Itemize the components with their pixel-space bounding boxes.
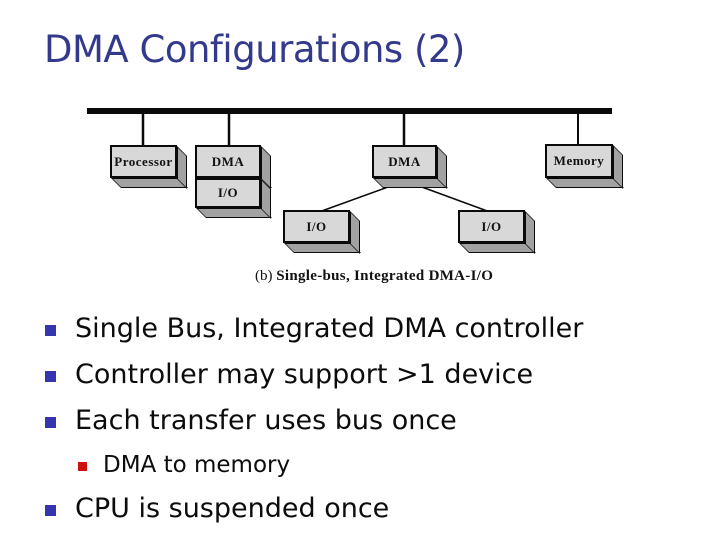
node-memory-label: Memory	[553, 153, 605, 168]
node-dma-multi-label: DMA	[388, 153, 421, 169]
bullet-text: DMA to memory	[103, 452, 291, 478]
node-dma-multi: DMA	[372, 145, 448, 189]
bullet-subitem: DMA to memory	[78, 450, 290, 480]
node-io-right-label: I/O	[481, 218, 502, 234]
node-processor: Processor	[110, 145, 188, 189]
node-memory: Memory	[545, 144, 624, 189]
node-io-integrated-label: I/O	[217, 185, 239, 200]
caption-text: Single-bus, Integrated DMA-I/O	[276, 268, 494, 284]
node-dma-integrated: DMA	[195, 145, 272, 189]
slide-title: DMA Configurations (2)	[44, 28, 465, 71]
bullet-square-icon	[45, 505, 56, 516]
caption-prefix: (b)	[255, 268, 273, 284]
node-io-left-label: I/O	[306, 218, 327, 234]
bullet-text: Each transfer uses bus once	[75, 405, 457, 436]
bullet-text: Single Bus, Integrated DMA controller	[75, 313, 584, 344]
bullet-text: CPU is suspended once	[75, 493, 390, 524]
bullet-item: CPU is suspended once	[45, 492, 389, 526]
node-dma-integrated-label: DMA	[211, 153, 245, 169]
bullet-item: Single Bus, Integrated DMA controller	[45, 312, 583, 346]
box-bottom-face	[459, 243, 536, 253]
node-io-integrated: I/O	[195, 178, 272, 219]
bullet-square-icon	[45, 325, 56, 336]
box-bottom-face	[546, 178, 624, 188]
node-io-right: I/O	[458, 210, 536, 254]
bullet-square-icon	[45, 371, 56, 382]
bullet-item: Controller may support >1 device	[45, 358, 533, 392]
box-bottom-face	[111, 178, 188, 188]
bullet-square-icon	[78, 462, 87, 471]
bullet-text: Controller may support >1 device	[75, 359, 534, 390]
bullet-item: Each transfer uses bus once	[45, 404, 457, 438]
node-io-left: I/O	[283, 210, 361, 254]
diagram-caption: (b) Single-bus, Integrated DMA-I/O	[255, 268, 493, 285]
node-processor-label: Processor	[114, 153, 173, 169]
box-bottom-face	[284, 243, 361, 253]
bullet-square-icon	[45, 417, 56, 428]
